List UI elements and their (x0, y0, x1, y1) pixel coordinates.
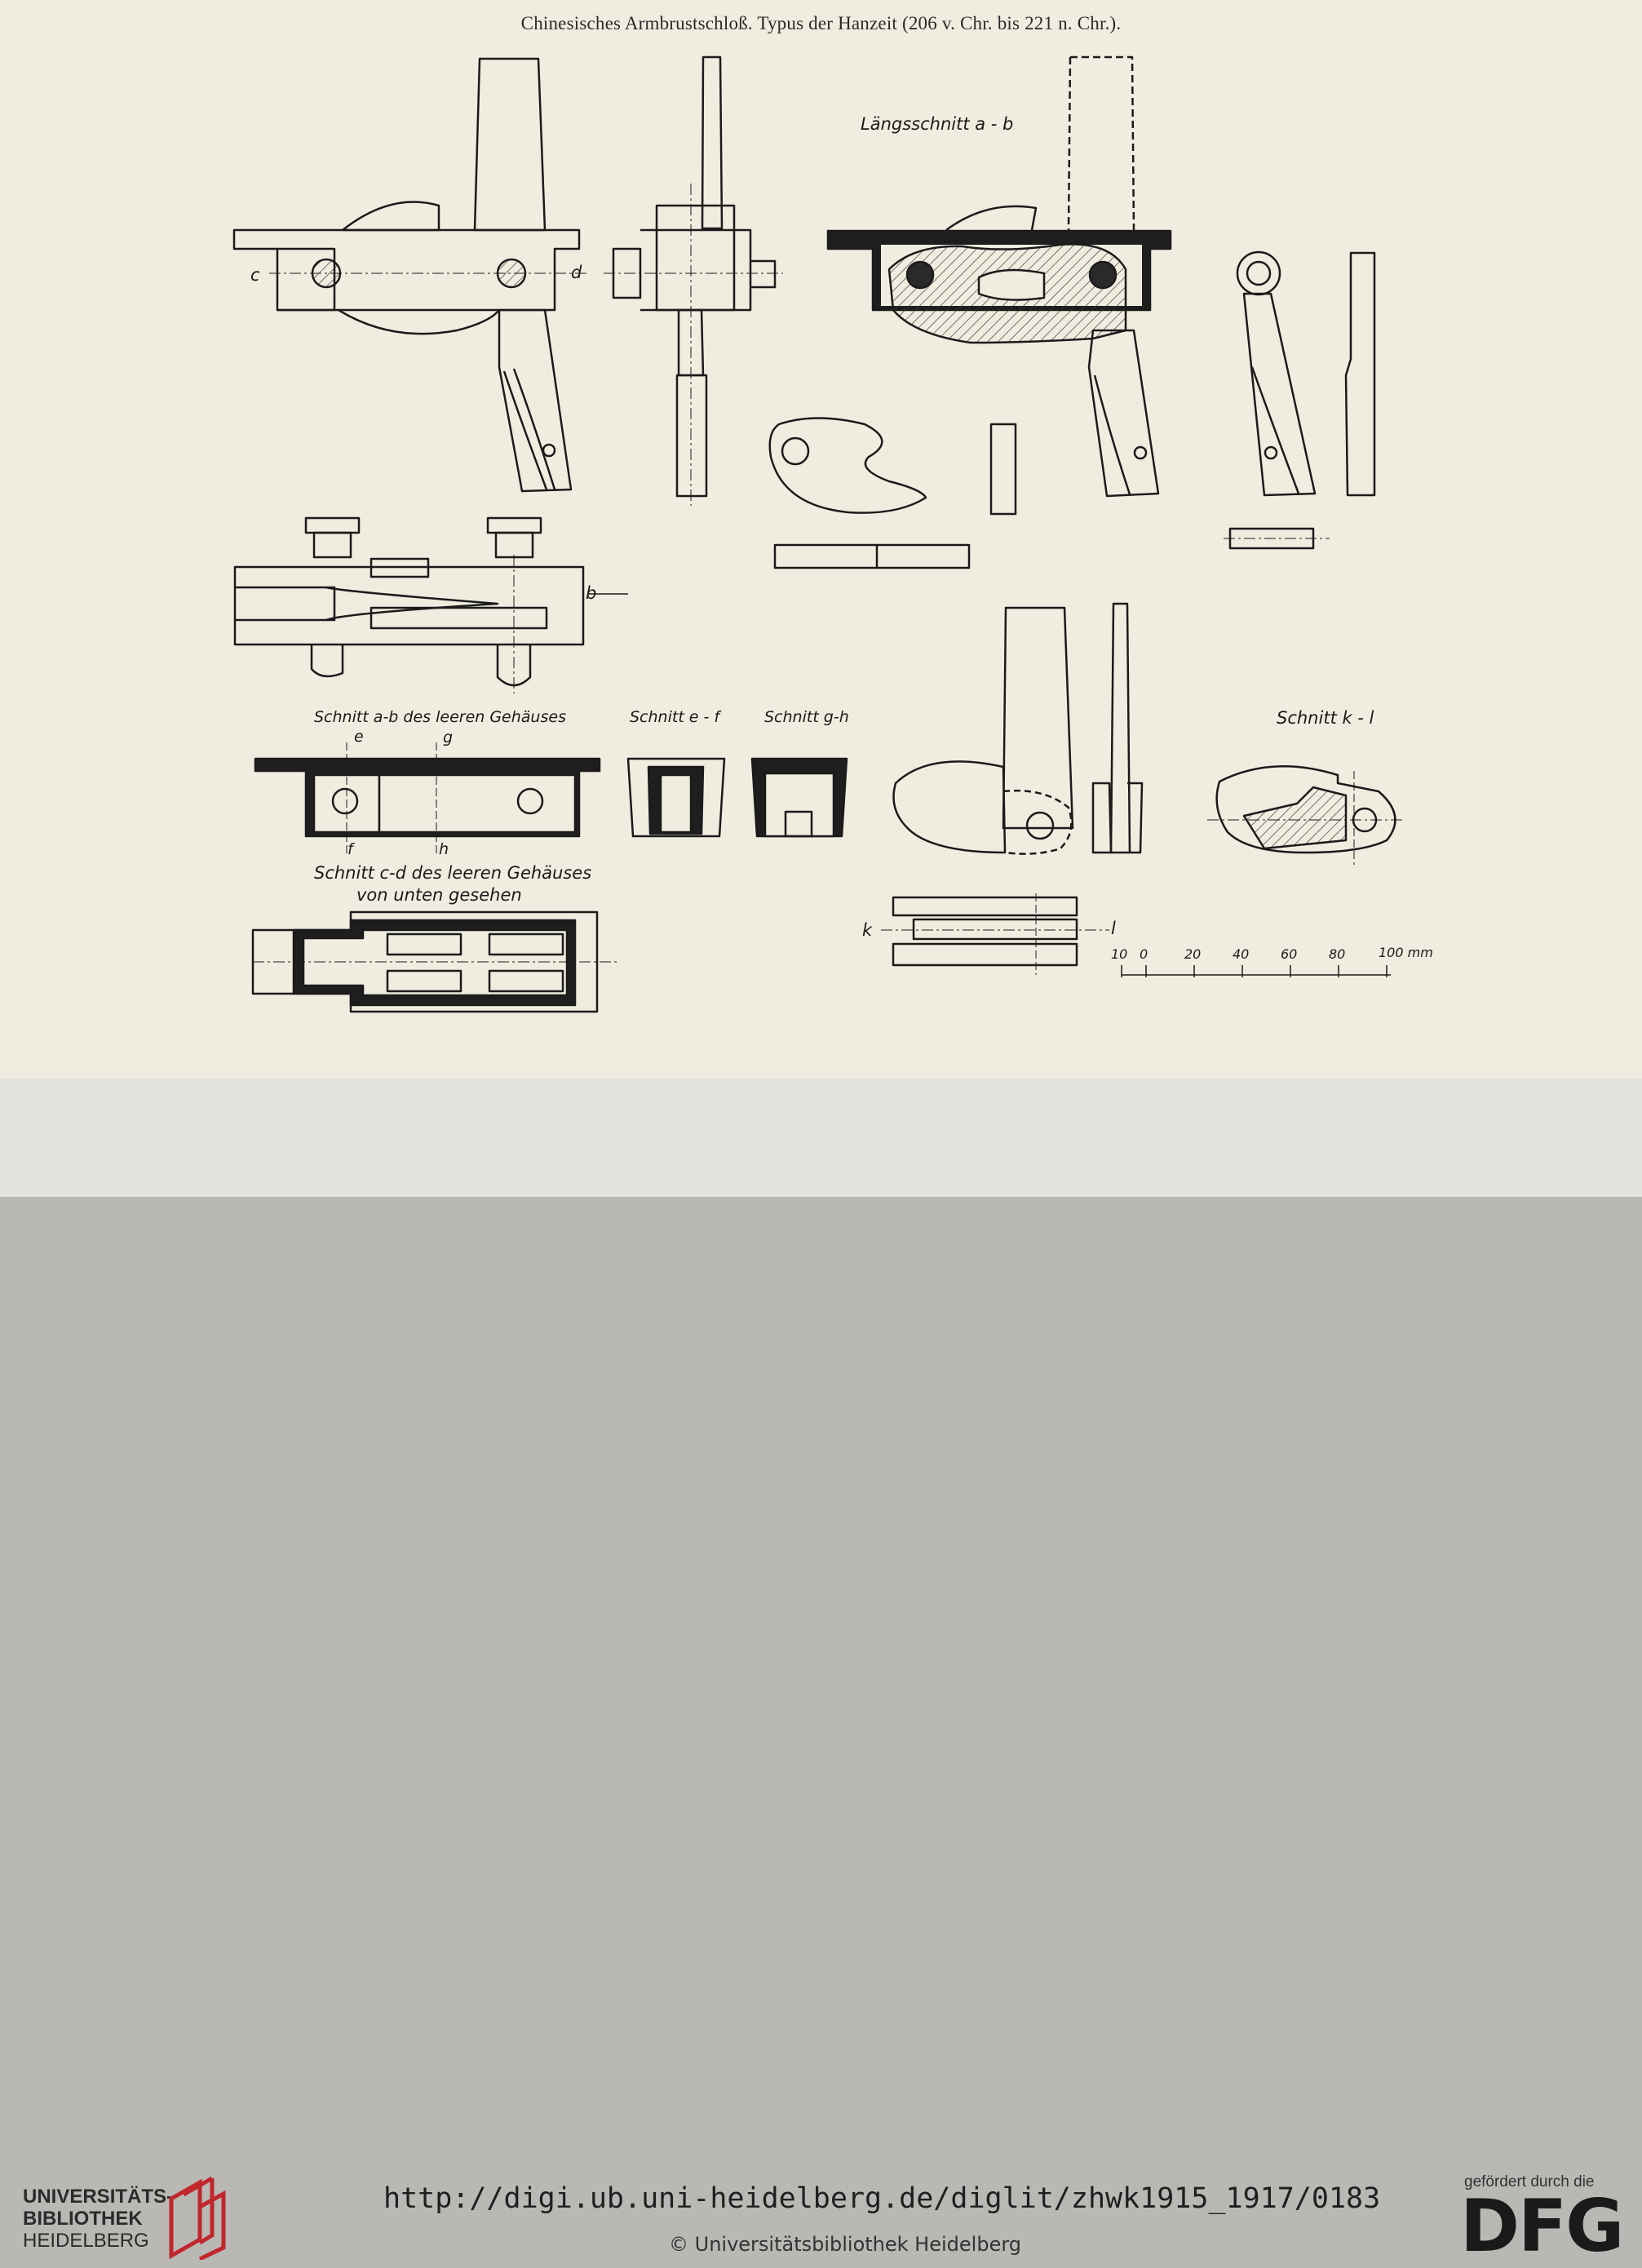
scale-tick-label: 20 (1184, 946, 1202, 962)
label-schnitt-ab: Schnitt a-b des leeren Gehäuses (314, 708, 566, 726)
scale-tick-label: 40 (1233, 946, 1250, 962)
label-c: c (250, 265, 260, 285)
technical-drawing (232, 55, 1403, 1013)
lock-side-view (232, 57, 587, 493)
section-kl (1207, 765, 1403, 865)
label-schnitt-gh: Schnitt g-h (764, 708, 849, 726)
hook-piece (768, 417, 1017, 569)
label-schnitt-ef: Schnitt e - f (630, 708, 720, 726)
lock-top-view (233, 516, 628, 693)
lever-detail (1224, 250, 1376, 550)
label-schnitt-kl: Schnitt k - l (1277, 708, 1374, 728)
label-schnitt-cd-1: Schnitt c-d des leeren Gehäuses (314, 863, 592, 883)
library-name-line1: UNIVERSITÄTS- (23, 2186, 174, 2208)
library-name-line2: BIBLIOTHEK (23, 2208, 143, 2230)
ub-logo-icon (169, 2176, 226, 2260)
footer-bar: UNIVERSITÄTS- BIBLIOTHEK HEIDELBERG http… (0, 1079, 1642, 2262)
trigger-assembly (881, 602, 1144, 975)
library-name-line3: HEIDELBERG (23, 2230, 149, 2252)
label-k: k (862, 920, 873, 940)
scale-tick-label: 0 (1140, 946, 1149, 962)
label-f: f (347, 840, 353, 858)
label-b: b (586, 583, 597, 603)
label-laengsschnitt: Längsschnitt a - b (861, 114, 1014, 134)
label-schnitt-cd-2: von unten gesehen (356, 885, 522, 905)
label-h: h (439, 840, 449, 858)
label-e: e (354, 728, 364, 746)
plate-scan: Chinesisches Armbrustschloß. Typus der H… (0, 0, 1642, 1079)
scale-bar (1121, 965, 1391, 977)
plate-title: Chinesisches Armbrustschloß. Typus der H… (520, 13, 1122, 33)
section-ef-gh (626, 757, 848, 838)
lock-front-view (604, 55, 783, 506)
copyright-notice: © Universitätsbibliothek Heidelberg (669, 2233, 1022, 2256)
label-d: d (571, 263, 582, 282)
dfg-logo: DFG (1460, 2184, 1624, 2268)
laengsschnitt-section (826, 55, 1172, 498)
permalink-url[interactable]: http://digi.ub.uni-heidelberg.de/diglit/… (383, 2182, 1381, 2215)
dfg-funding-text: gefördert durch die (1464, 2173, 1595, 2190)
scale-tick-label: 80 (1329, 946, 1346, 962)
scale-tick-label: 100 mm (1379, 945, 1433, 960)
scale-tick-label: 60 (1281, 946, 1298, 962)
label-l: l (1111, 919, 1116, 938)
scale-tick-label: 10 (1111, 946, 1128, 962)
housing-section-ab (254, 742, 601, 857)
label-g: g (443, 729, 454, 746)
housing-section-cd (251, 910, 620, 1013)
